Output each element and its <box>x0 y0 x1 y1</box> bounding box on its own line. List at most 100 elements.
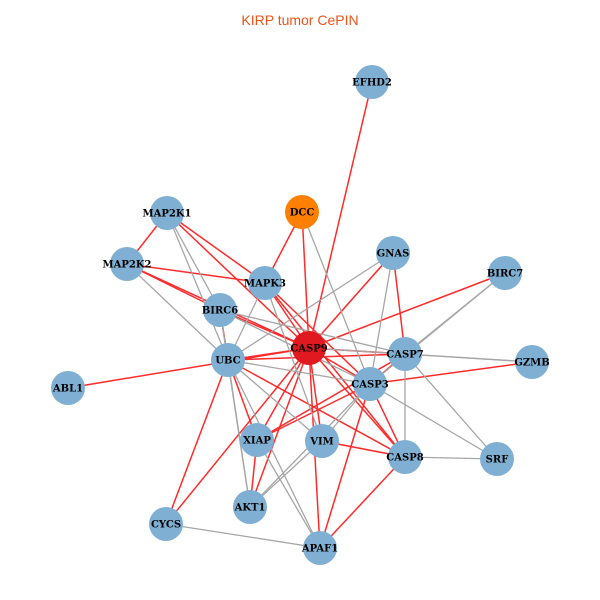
edge-casp9-cycs <box>165 347 310 525</box>
node-birc7[interactable]: BIRC7 <box>487 256 523 290</box>
edge-map2k1-mapk3 <box>166 212 266 284</box>
node-ubc[interactable]: UBC <box>211 343 245 377</box>
node-circle <box>203 293 237 327</box>
node-circle <box>292 331 326 365</box>
edge-casp8-apaf1 <box>319 456 406 549</box>
node-label: EFHD2 <box>352 78 392 89</box>
node-circle <box>51 371 85 405</box>
edge-casp7-xiap <box>256 353 406 441</box>
edge-map2k2-mapk3 <box>126 263 266 284</box>
node-akt1[interactable]: AKT1 <box>233 490 267 524</box>
edge-gnas-casp3 <box>369 252 394 385</box>
node-label: GNAS <box>377 249 410 260</box>
node-apaf1[interactable]: APAF1 <box>301 531 338 565</box>
edge-casp3-srf <box>369 383 498 460</box>
edge-casp9-efhd2 <box>308 81 373 349</box>
node-label: GZMB <box>514 358 549 369</box>
edge-ubc-casp8 <box>227 359 406 458</box>
edge-abl1-casp9 <box>67 347 310 389</box>
node-map2k2[interactable]: MAP2K2 <box>103 247 152 281</box>
node-map2k1[interactable]: MAP2K1 <box>143 196 192 230</box>
node-circle <box>303 531 337 565</box>
node-circle <box>240 423 274 457</box>
node-label: CYCS <box>151 520 181 531</box>
edge-map2k1-ubc <box>166 212 229 361</box>
edge-mapk3-casp8 <box>264 282 406 458</box>
node-gzmb[interactable]: GZMB <box>514 345 550 379</box>
node-circle <box>480 442 514 476</box>
edge-casp3-apaf1 <box>319 383 371 549</box>
node-circle <box>515 345 549 379</box>
edge-casp3-xiap <box>256 383 371 441</box>
edge-ubc-cycs <box>165 359 229 525</box>
node-circle <box>211 343 245 377</box>
node-cycs[interactable]: CYCS <box>149 507 183 541</box>
edge-birc6-akt1 <box>219 309 251 508</box>
node-vim[interactable]: VIM <box>305 424 339 458</box>
node-label: XIAP <box>243 436 271 447</box>
node-label: MAPK3 <box>244 279 286 290</box>
node-label: VIM <box>309 437 334 448</box>
edge-map2k2-ubc <box>126 263 229 361</box>
node-circle <box>488 256 522 290</box>
node-circle <box>353 367 387 401</box>
node-circle <box>376 236 410 270</box>
node-srf[interactable]: SRF <box>480 442 514 476</box>
node-label: CASP3 <box>351 380 388 391</box>
node-label: APAF1 <box>301 544 338 555</box>
node-abl1[interactable]: ABL1 <box>51 371 85 405</box>
edge-birc7-casp3 <box>369 272 506 385</box>
node-circle <box>285 195 319 229</box>
node-casp9[interactable]: CASP9 <box>290 331 328 365</box>
node-xiap[interactable]: XIAP <box>240 423 274 457</box>
node-label: BIRC6 <box>202 306 238 317</box>
node-gnas[interactable]: GNAS <box>376 236 410 270</box>
node-label: SRF <box>486 455 509 466</box>
node-circle <box>388 440 422 474</box>
edge-dcc-casp3 <box>301 211 371 385</box>
node-circle <box>388 337 422 371</box>
node-circle <box>150 196 184 230</box>
node-circle <box>305 424 339 458</box>
edge-casp9-casp8 <box>308 347 406 458</box>
edge-casp9-dcc <box>301 211 310 349</box>
edge-casp9-map2k1 <box>166 212 310 349</box>
node-label: DCC <box>290 208 315 219</box>
node-casp7[interactable]: CASP7 <box>386 337 424 371</box>
node-circle <box>149 507 183 541</box>
edge-ubc-casp3 <box>227 359 371 385</box>
edge-map2k1-birc6 <box>166 212 221 311</box>
edge-ubc-vim <box>227 359 323 442</box>
node-mapk3[interactable]: MAPK3 <box>244 266 286 300</box>
node-casp8[interactable]: CASP8 <box>386 440 424 474</box>
node-circle <box>248 266 282 300</box>
edge-ubc-apaf1 <box>227 359 321 549</box>
edge-gnas-ubc <box>227 252 394 361</box>
node-circle <box>110 247 144 281</box>
node-circle <box>355 65 389 99</box>
node-dcc[interactable]: DCC <box>285 195 319 229</box>
node-label: MAP2K1 <box>143 209 192 220</box>
edge-cycs-apaf1 <box>165 523 321 549</box>
node-casp3[interactable]: CASP3 <box>351 367 389 401</box>
node-label: ABL1 <box>52 384 83 395</box>
node-circle <box>233 490 267 524</box>
node-label: AKT1 <box>234 503 266 514</box>
node-label: BIRC7 <box>487 269 523 280</box>
edge-casp9-xiap <box>256 347 310 441</box>
node-label: UBC <box>215 356 240 367</box>
edge-casp9-gnas <box>308 252 394 349</box>
figure-title: KIRP tumor CePIN <box>241 12 359 28</box>
node-label: MAP2K2 <box>103 260 152 271</box>
edge-casp7-srf <box>404 353 498 460</box>
node-label: CASP8 <box>386 453 423 464</box>
node-label: CASP7 <box>386 350 423 361</box>
node-label: CASP9 <box>290 344 327 355</box>
node-birc6[interactable]: BIRC6 <box>202 293 238 327</box>
node-efhd2[interactable]: EFHD2 <box>352 65 392 99</box>
edge-xiap-apaf1 <box>256 439 321 549</box>
edge-casp9-birc7 <box>308 272 506 349</box>
edge-mapk3-vim <box>264 282 323 442</box>
